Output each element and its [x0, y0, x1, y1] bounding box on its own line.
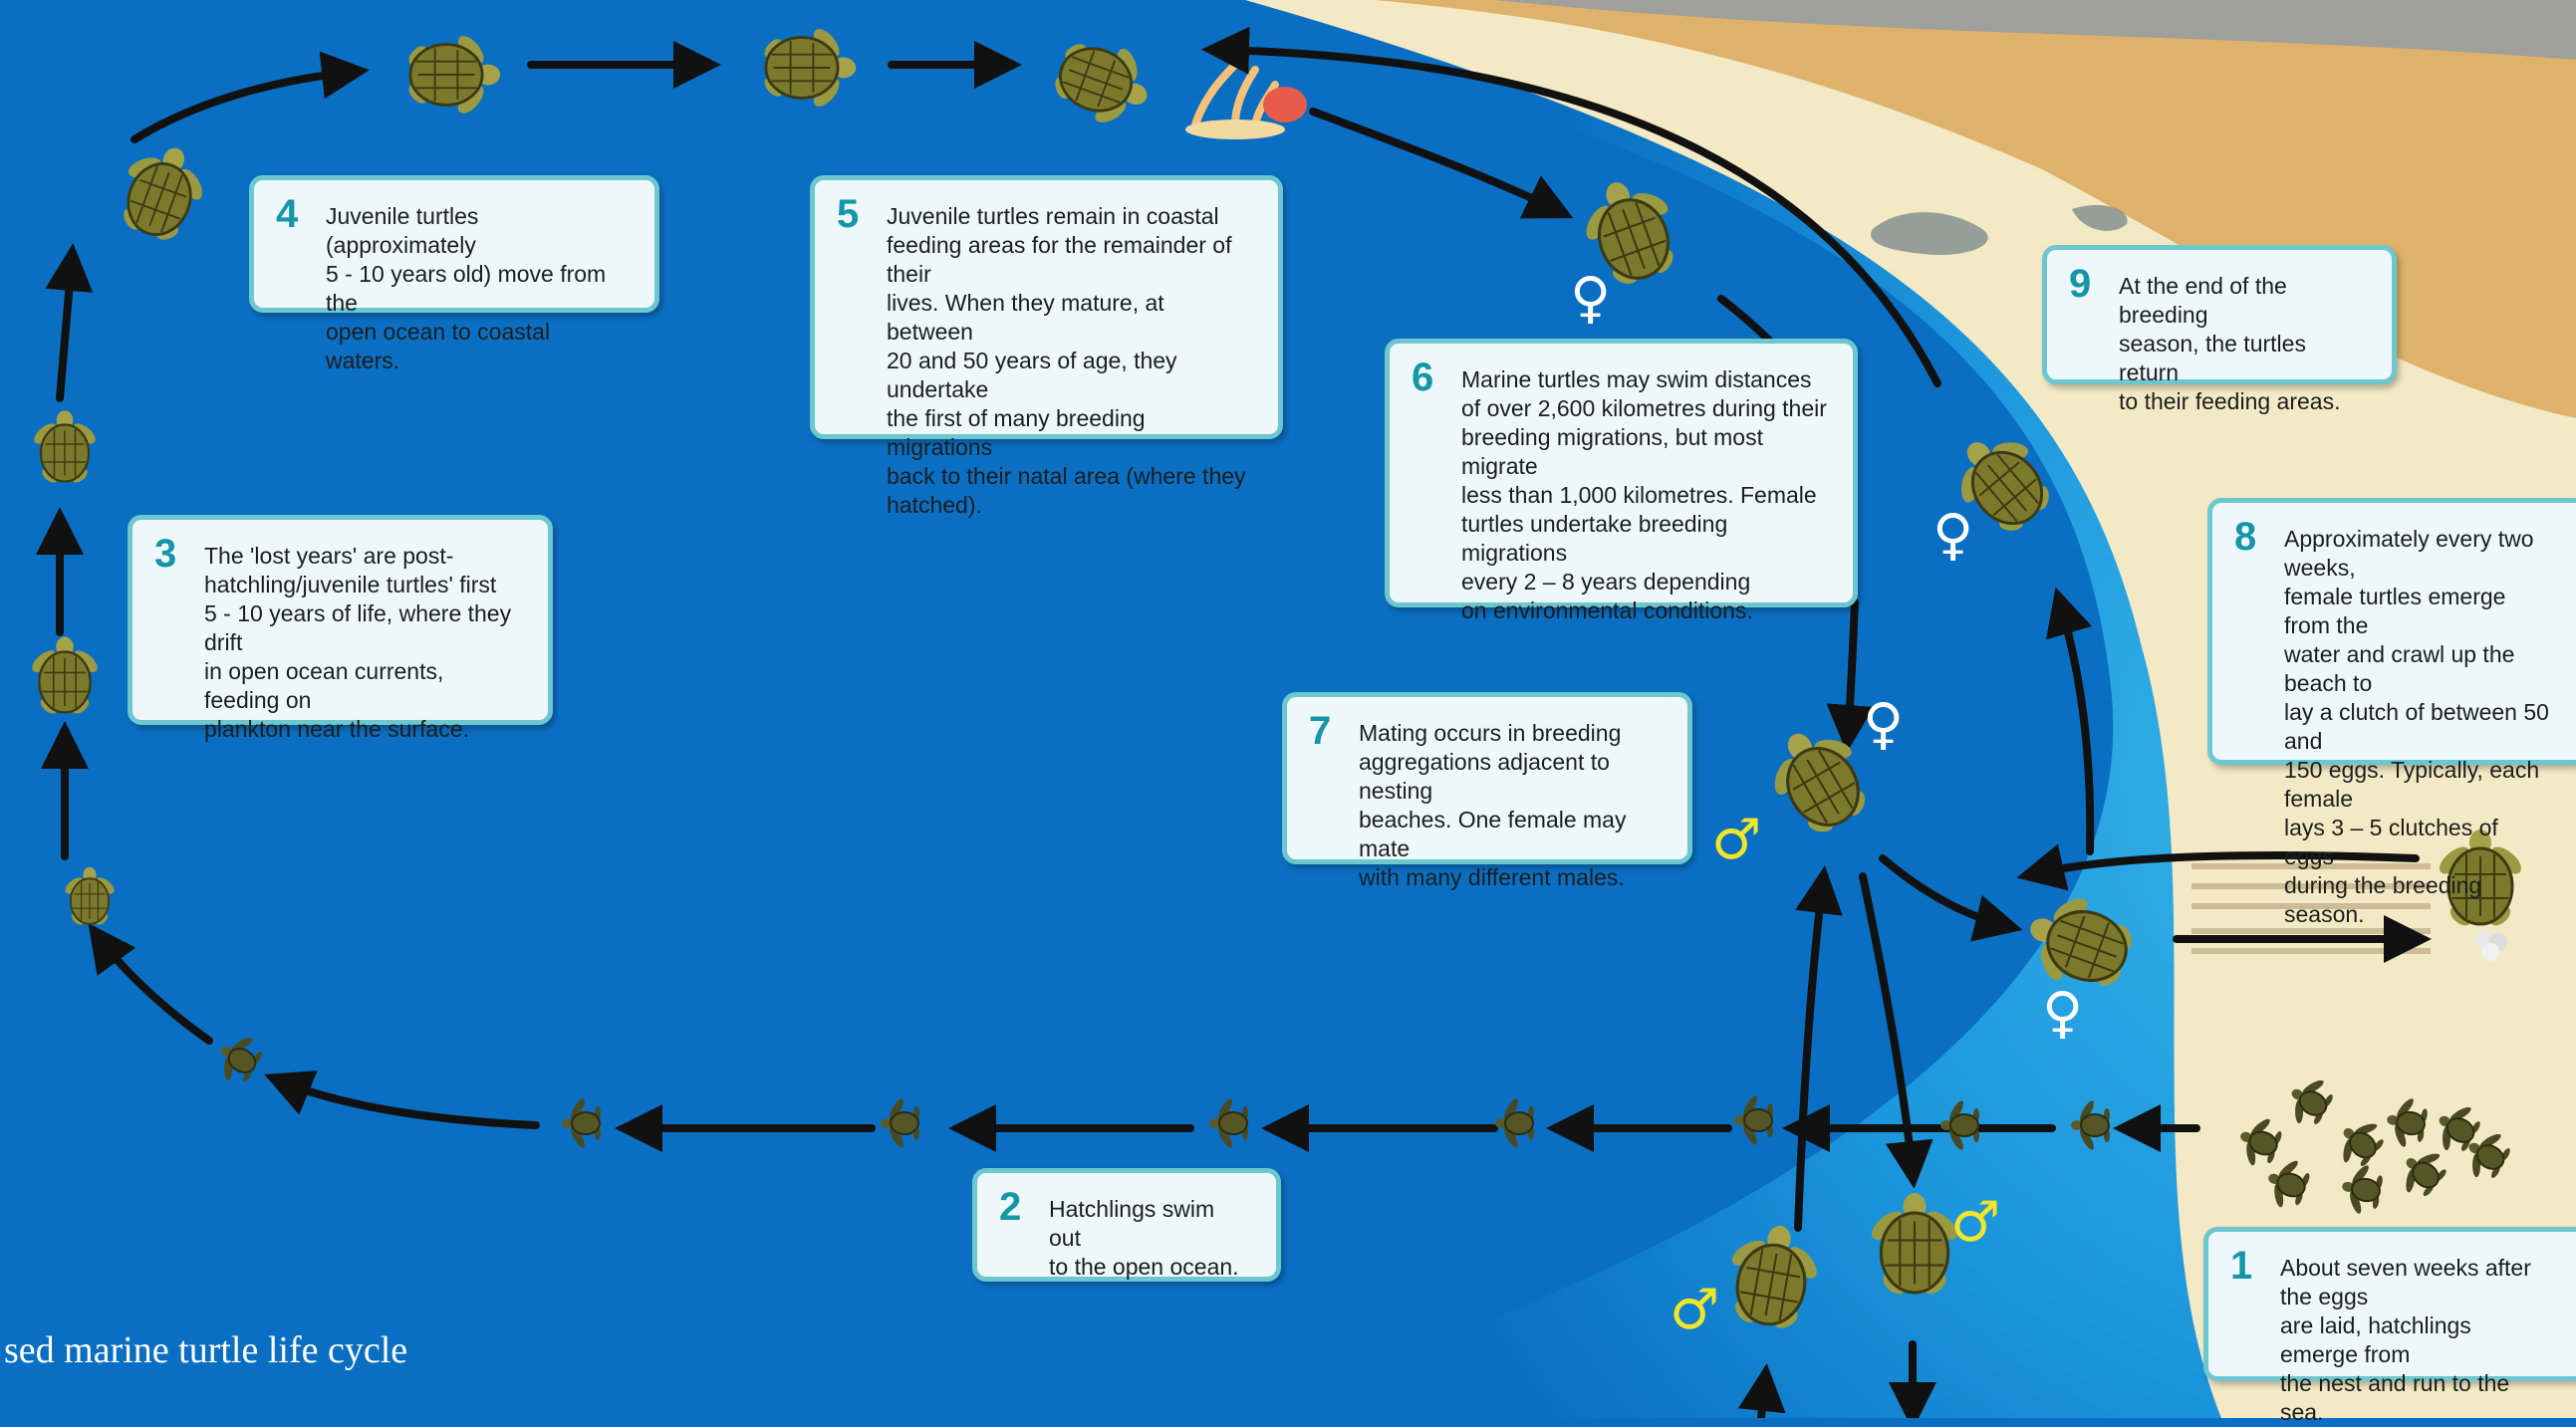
step-number: 8	[2234, 517, 2256, 557]
male-symbol: ♂	[1950, 1195, 2000, 1251]
step-4-box: 4 Juvenile turtles (approximately 5 - 10…	[249, 175, 659, 313]
step-number: 4	[276, 194, 298, 234]
step-text: About seven weeks after the eggs are lai…	[2280, 1254, 2550, 1427]
step-8-box: 8 Approximately every two weeks, female …	[2207, 498, 2576, 765]
figure-caption: sed marine turtle life cycle	[4, 1328, 407, 1372]
female-symbol: ♀	[1863, 697, 1904, 753]
step-text: Mating occurs in breeding aggregations a…	[1359, 719, 1662, 892]
step-text: Hatchlings swim out to the open ocean.	[1049, 1195, 1250, 1282]
step-text: Juvenile turtles remain in coastal feedi…	[887, 202, 1252, 520]
step-text: Approximately every two weeks, female tu…	[2284, 525, 2550, 929]
step-2-box: 2 Hatchlings swim out to the open ocean.	[972, 1168, 1281, 1282]
step-3-box: 3 The 'lost years' are post- hatchling/j…	[128, 515, 553, 725]
step-text: The 'lost years' are post- hatchling/juv…	[204, 542, 522, 744]
male-symbol: ♂	[1711, 813, 1761, 868]
male-symbol: ♂	[1670, 1283, 1719, 1338]
step-number: 1	[2230, 1246, 2252, 1286]
step-number: 5	[837, 194, 859, 234]
step-text: At the end of the breeding season, the t…	[2119, 272, 2366, 416]
female-symbol: ♀	[2042, 986, 2083, 1042]
step-1-box: 1 About seven weeks after the eggs are l…	[2203, 1227, 2576, 1381]
step-6-box: 6 Marine turtles may swim distances of o…	[1385, 339, 1858, 607]
step-number: 2	[999, 1187, 1021, 1227]
step-number: 7	[1309, 711, 1331, 751]
step-number: 9	[2069, 264, 2091, 304]
step-text: Juvenile turtles (approximately 5 - 10 y…	[326, 202, 629, 375]
step-text: Marine turtles may swim distances of ove…	[1461, 365, 1827, 625]
step-5-box: 5 Juvenile turtles remain in coastal fee…	[810, 175, 1283, 439]
step-number: 6	[1412, 357, 1433, 397]
step-9-box: 9 At the end of the breeding season, the…	[2042, 245, 2397, 384]
step-number: 3	[154, 534, 176, 574]
step-7-box: 7 Mating occurs in breeding aggregations…	[1282, 692, 1692, 864]
female-symbol: ♀	[1932, 508, 1973, 564]
female-symbol: ♀	[1570, 271, 1611, 327]
